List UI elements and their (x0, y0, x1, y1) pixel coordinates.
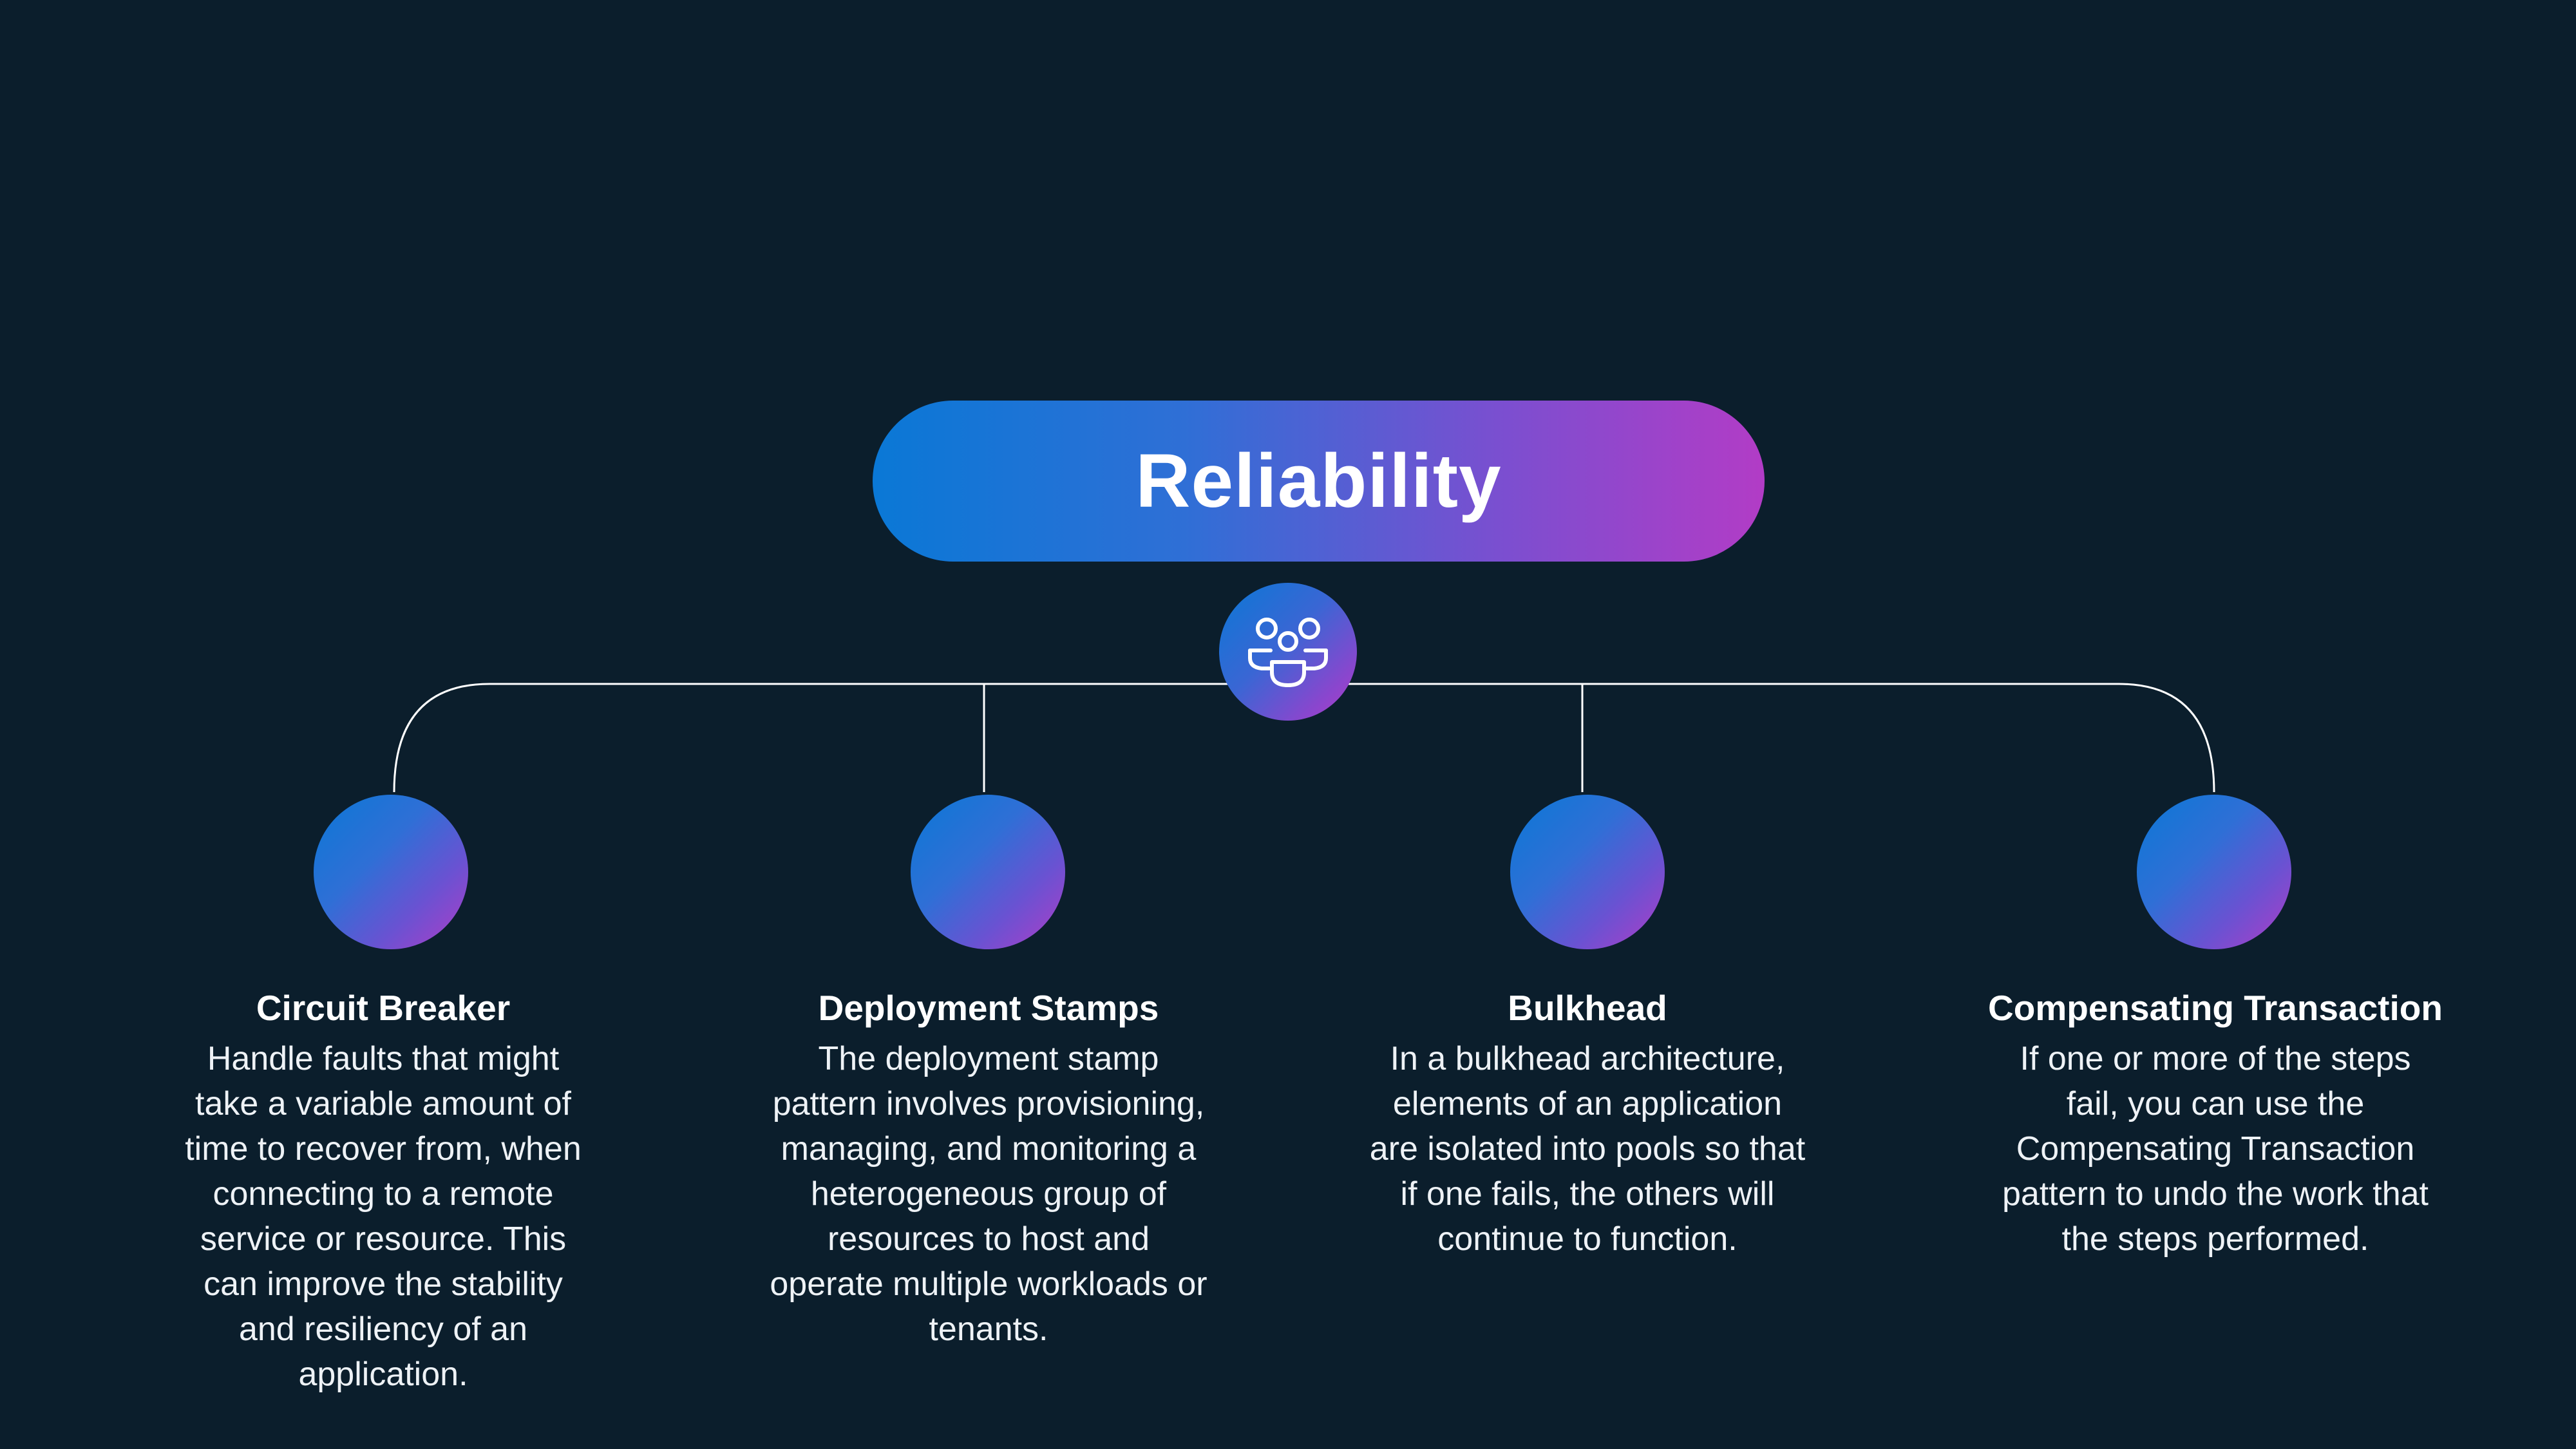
hub-circle (1219, 583, 1357, 721)
pattern-description: Handle faults that might take a variable… (185, 1040, 582, 1393)
pattern-description: If one or more of the steps fail, you ca… (2002, 1040, 2429, 1258)
pattern-title: Deployment Stamps (818, 988, 1159, 1028)
pattern-title: Circuit Breaker (256, 988, 511, 1028)
connector-right (1288, 683, 2215, 793)
pattern-title: Compensating Transaction (1988, 988, 2443, 1028)
node-deployment-stamps (911, 795, 1065, 949)
pattern-description: In a bulkhead architecture, elements of … (1369, 1040, 1806, 1258)
connector-left (393, 683, 1288, 793)
diagram-title: Reliability (1135, 439, 1502, 524)
title-banner: Reliability (873, 401, 1765, 562)
people-group-icon (1248, 618, 1328, 687)
pattern-description: The deployment stamp pattern involves pr… (770, 1040, 1208, 1348)
pattern-title: Bulkhead (1508, 988, 1667, 1028)
node-circuit-breaker (314, 795, 468, 949)
pattern-card-bulkhead: Bulkhead In a bulkhead architecture, ele… (1336, 982, 1839, 1262)
node-bulkhead (1510, 795, 1665, 949)
pattern-card-compensating-transaction: Compensating Transaction If one or more … (1964, 982, 2467, 1262)
node-compensating-transaction (2137, 795, 2291, 949)
pattern-card-deployment-stamps: Deployment Stamps The deployment stamp p… (737, 982, 1240, 1352)
pattern-card-circuit-breaker: Circuit Breaker Handle faults that might… (142, 982, 625, 1397)
